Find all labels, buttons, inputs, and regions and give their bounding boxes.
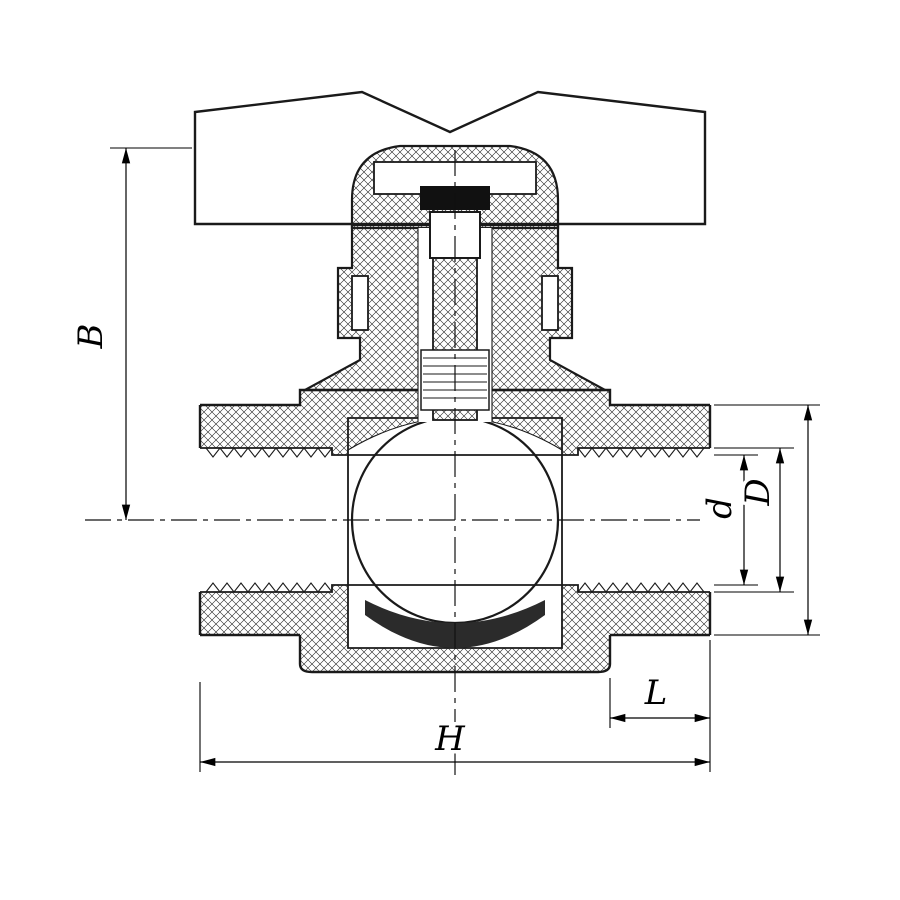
dimension-L: L (609, 640, 711, 772)
dimension-label-d: d (700, 497, 740, 519)
dimension-label-b: B (71, 324, 111, 350)
dimension-label-D: D (738, 478, 778, 506)
dimension-label-L: L (644, 673, 668, 713)
dimension-d: d (697, 454, 758, 586)
stem-channel-edges (417, 228, 493, 422)
bonnet-slot-left (351, 275, 369, 331)
socket-threads (205, 447, 705, 593)
socket-outline-right (562, 447, 710, 593)
socket-outline-left (200, 447, 348, 593)
dimension-B: B (68, 147, 192, 520)
dimension-outer (714, 404, 820, 636)
valve-body (200, 390, 710, 672)
bonnet-slot-right (541, 275, 559, 331)
dimension-label-H: H (434, 719, 466, 759)
centerlines (85, 150, 700, 775)
dimension-D: D (714, 447, 794, 593)
dimension-H: H (199, 682, 711, 772)
